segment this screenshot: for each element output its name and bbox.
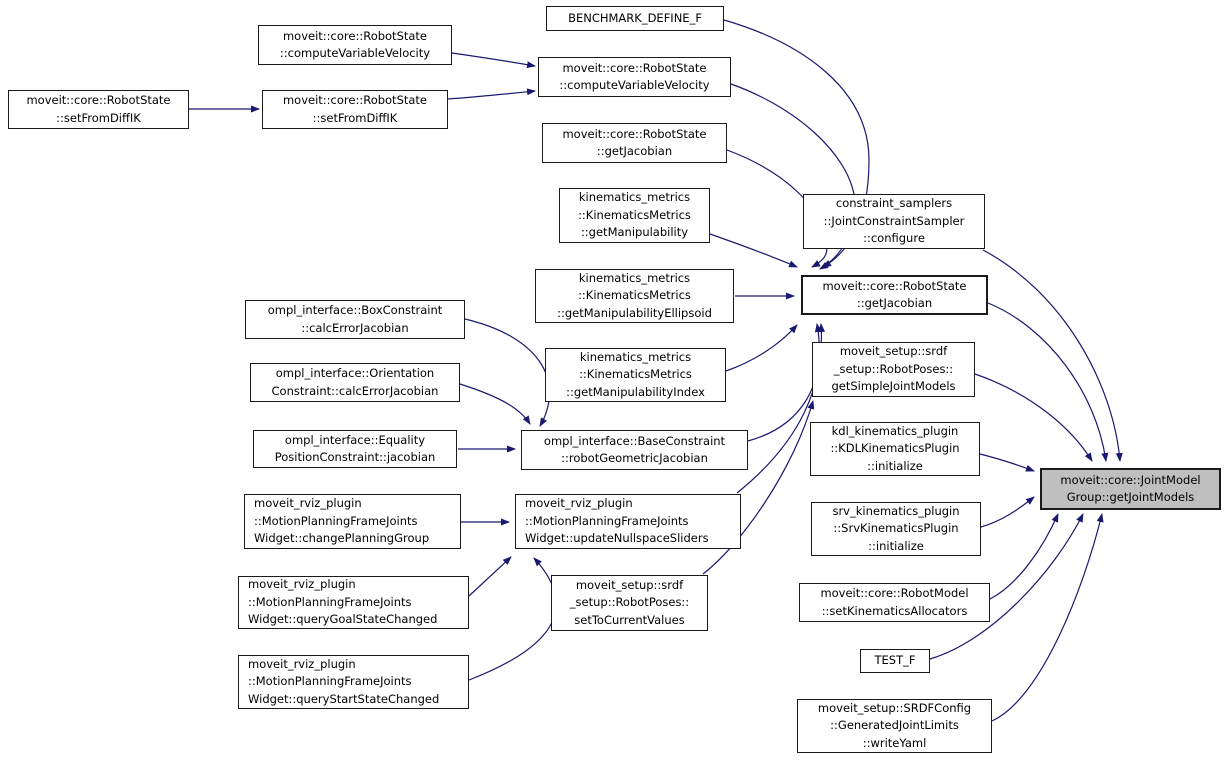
node-robot-poses-set-to-current-values[interactable]: moveit_setup::srdf _setup::RobotPoses:: …	[551, 575, 708, 631]
node-label: moveit::core::RobotState ::getJacobian	[822, 278, 967, 311]
edge-srv-kinematics-plugin-initialize-to-joint-model-group-get-joint-models	[980, 496, 1035, 528]
node-label: ompl_interface::BaseConstraint ::robotGe…	[543, 433, 726, 466]
node-get-manipulability-ellipsoid[interactable]: kinematics_metrics ::KinematicsMetrics :…	[535, 269, 734, 323]
edge-compute-variable-velocity-caller-to-compute-variable-velocity	[451, 52, 536, 69]
node-label: moveit_setup::srdf _setup::RobotPoses:: …	[831, 344, 956, 394]
edge-robot-poses-get-simple-joint-models-to-joint-model-group-get-joint-models	[974, 373, 1093, 462]
node-label: moveit::core::RobotState ::setFromDiffIK	[282, 93, 428, 125]
node-robot-poses-get-simple-joint-models[interactable]: moveit_setup::srdf _setup::RobotPoses:: …	[812, 342, 975, 397]
edge-query-start-state-changed-to-update-nullspace-sliders	[468, 557, 557, 681]
node-compute-variable-velocity[interactable]: moveit::core::RobotState ::computeVariab…	[538, 57, 731, 97]
node-get-jacobian-box[interactable]: moveit::core::RobotState ::getJacobian	[542, 123, 727, 163]
edge-test-f-to-joint-model-group-get-joint-models	[929, 513, 1084, 660]
node-kdl-kinematics-plugin-initialize[interactable]: kdl_kinematics_plugin ::KDLKinematicsPlu…	[810, 422, 980, 476]
edge-update-nullspace-sliders-to-robot-state-get-jacobian	[736, 323, 826, 494]
node-label: moveit::core::JointModel Group::getJoint…	[1060, 472, 1201, 505]
edge-base-constraint-robot-geometric-jacobian-to-robot-state-get-jacobian	[747, 323, 822, 442]
node-label: TEST_F	[874, 653, 916, 668]
edge-query-goal-state-changed-to-update-nullspace-sliders	[468, 556, 512, 597]
node-orientation-constraint-calc-error-jacobian[interactable]: ompl_interface::Orientation Constraint::…	[250, 363, 460, 402]
node-label: BENCHMARK_DEFINE_F	[568, 10, 702, 25]
node-label: kdl_kinematics_plugin ::KDLKinematicsPlu…	[830, 423, 960, 473]
node-get-manipulability[interactable]: kinematics_metrics ::KinematicsMetrics :…	[559, 188, 710, 243]
node-test-f[interactable]: TEST_F	[860, 649, 930, 673]
node-label: constraint_samplers ::JointConstraintSam…	[823, 196, 965, 246]
node-label: srv_kinematics_plugin ::SrvKinematicsPlu…	[832, 503, 960, 553]
edge-joint-constraint-sampler-configure-to-joint-model-group-get-joint-models	[982, 249, 1123, 462]
node-label: kinematics_metrics ::KinematicsMetrics :…	[578, 190, 691, 240]
node-srv-kinematics-plugin-initialize[interactable]: srv_kinematics_plugin ::SrvKinematicsPlu…	[811, 502, 981, 556]
node-set-kinematics-allocators[interactable]: moveit::core::RobotModel ::setKinematics…	[799, 583, 990, 622]
node-label: moveit::core::RobotState ::computeVariab…	[559, 60, 710, 93]
node-label: ompl_interface::Orientation Constraint::…	[271, 366, 439, 398]
node-label: moveit_rviz_plugin ::MotionPlanningFrame…	[525, 496, 709, 546]
node-label: ompl_interface::BoxConstraint ::calcErro…	[267, 303, 443, 335]
edge-get-manipulability-index-to-robot-state-get-jacobian	[725, 324, 798, 372]
node-equality-position-constraint-jacobian[interactable]: ompl_interface::Equality PositionConstra…	[253, 430, 457, 468]
node-label: moveit_rviz_plugin ::MotionPlanningFrame…	[254, 496, 430, 546]
node-set-from-diff-ik-outer[interactable]: moveit::core::RobotState ::setFromDiffIK	[8, 90, 189, 129]
node-label: moveit_setup::SRDFConfig ::GeneratedJoin…	[817, 700, 972, 750]
node-label: moveit_setup::srdf _setup::RobotPoses:: …	[569, 577, 690, 627]
node-box-constraint-calc-error-jacobian[interactable]: ompl_interface::BoxConstraint ::calcErro…	[245, 300, 465, 339]
node-compute-variable-velocity-caller[interactable]: moveit::core::RobotState ::computeVariab…	[258, 25, 452, 65]
node-update-nullspace-sliders[interactable]: moveit_rviz_plugin ::MotionPlanningFrame…	[515, 494, 741, 549]
node-benchmark-define-f[interactable]: BENCHMARK_DEFINE_F	[546, 6, 724, 31]
edge-robot-state-get-jacobian-to-joint-model-group-get-joint-models	[987, 302, 1109, 462]
node-label: moveit::core::RobotState ::setFromDiffIK	[26, 93, 171, 125]
edge-kdl-kinematics-plugin-initialize-to-joint-model-group-get-joint-models	[979, 453, 1035, 472]
node-joint-constraint-sampler-configure[interactable]: constraint_samplers ::JointConstraintSam…	[803, 194, 985, 249]
node-query-start-state-changed[interactable]: moveit_rviz_plugin ::MotionPlanningFrame…	[238, 655, 469, 709]
node-set-from-diff-ik[interactable]: moveit::core::RobotState ::setFromDiffIK	[262, 90, 448, 129]
edge-generated-joint-limits-write-yaml-to-joint-model-group-get-joint-models	[991, 513, 1104, 722]
node-query-goal-state-changed[interactable]: moveit_rviz_plugin ::MotionPlanningFrame…	[238, 576, 469, 629]
node-get-manipulability-index[interactable]: kinematics_metrics ::KinematicsMetrics :…	[545, 348, 726, 402]
edge-robot-poses-set-to-current-values-to-robot-poses-get-simple-joint-models	[702, 400, 815, 575]
node-robot-state-get-jacobian[interactable]: moveit::core::RobotState ::getJacobian	[801, 275, 988, 315]
node-base-constraint-robot-geometric-jacobian[interactable]: ompl_interface::BaseConstraint ::robotGe…	[521, 430, 748, 470]
edge-box-constraint-calc-error-jacobian-to-base-constraint-robot-geometric-jacobian	[464, 318, 551, 427]
node-label: kinematics_metrics ::KinematicsMetrics :…	[557, 270, 712, 320]
edge-set-kinematics-allocators-to-joint-model-group-get-joint-models	[989, 513, 1059, 600]
edge-set-from-diff-ik-to-compute-variable-velocity	[447, 88, 536, 100]
node-label: moveit_rviz_plugin ::MotionPlanningFrame…	[248, 577, 438, 627]
node-label: ompl_interface::Equality PositionConstra…	[274, 432, 436, 465]
node-label: moveit::core::RobotModel ::setKinematics…	[820, 586, 969, 618]
node-label: kinematics_metrics ::KinematicsMetrics :…	[566, 349, 705, 399]
node-generated-joint-limits-write-yaml[interactable]: moveit_setup::SRDFConfig ::GeneratedJoin…	[797, 699, 992, 753]
edge-orientation-constraint-calc-error-jacobian-to-base-constraint-robot-geometric-jacobian	[459, 383, 531, 425]
node-label: moveit::core::RobotState ::computeVariab…	[279, 28, 431, 61]
edge-compute-variable-velocity-to-robot-state-get-jacobian	[730, 83, 856, 270]
node-label: moveit::core::RobotState ::getJacobian	[562, 126, 707, 159]
node-label: moveit_rviz_plugin ::MotionPlanningFrame…	[248, 656, 440, 706]
edge-get-manipulability-to-robot-state-get-jacobian	[709, 233, 798, 268]
node-joint-model-group-get-joint-models: moveit::core::JointModel Group::getJoint…	[1040, 468, 1221, 510]
node-change-planning-group[interactable]: moveit_rviz_plugin ::MotionPlanningFrame…	[244, 494, 461, 549]
